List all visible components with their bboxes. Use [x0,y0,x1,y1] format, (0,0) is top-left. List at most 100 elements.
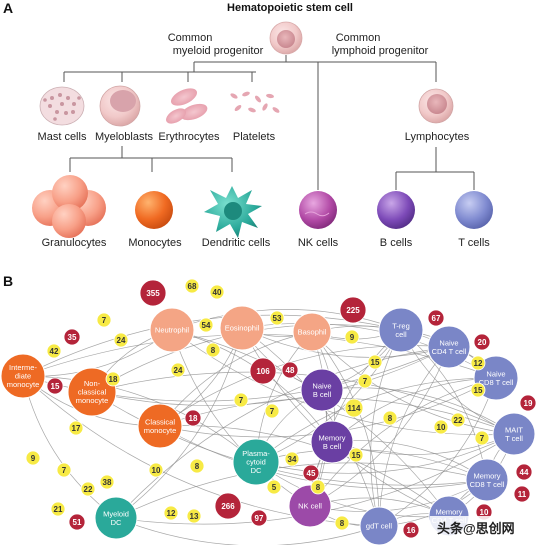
node-circle [300,368,344,412]
mast-cell-icon [39,86,85,126]
node-label: DC [111,518,122,527]
count-badge-red: 48 [281,361,299,379]
badge-value: 20 [478,338,487,347]
badge-value: 9 [350,333,355,342]
count-badge-yellow: 42 [46,343,62,359]
node-label: MAIT [505,425,523,434]
count-badge-yellow: 7 [357,373,373,389]
watermark: 头条@思创网 [430,516,540,540]
network-edge [309,479,488,512]
watermark-text: 头条@思创网 [437,521,515,536]
count-badge-yellow: 7 [264,403,280,419]
t-cell-icon [455,191,493,229]
badge-value: 15 [474,386,483,395]
badge-value: 53 [273,314,282,323]
count-badge-yellow: 24 [170,362,186,378]
count-badge-red: 20 [473,333,491,351]
network-edge [378,377,497,527]
node-nk: NK cell [288,484,332,528]
node-circle [137,403,183,449]
count-badge-yellow: 9 [25,450,41,466]
badge-value: 8 [316,483,321,492]
network-edge [115,346,450,519]
label-mast-cells: Mast cells [38,131,87,143]
label-granulocytes: Granulocytes [42,237,107,249]
count-badge-red: 106 [249,357,277,385]
node-circle [378,307,424,353]
badge-value: 15 [352,451,361,460]
badge-value: 67 [432,314,441,323]
count-badge-red: 45 [302,464,320,482]
count-badge-yellow: 8 [205,342,221,358]
network-edge [378,346,450,527]
network-edge [115,462,488,519]
badge-value: 11 [518,490,527,499]
count-badge-yellow: 7 [96,312,112,328]
badge-value: 97 [255,514,264,523]
node-label: B cell [313,390,332,399]
network-edge [241,327,450,358]
badge-value: 17 [72,424,81,433]
node-label: Memory [473,471,500,480]
node-label: NK cell [298,502,322,511]
node-circle [359,506,399,545]
label-myeloblasts: Myeloblasts [95,131,154,143]
badge-value: 35 [68,333,77,342]
node-label: cell [395,330,407,339]
count-badge-yellow: 7 [233,392,249,408]
count-badge-yellow: 8 [189,458,205,474]
label-nk-cells: NK cells [298,237,339,249]
monocyte-icon [135,191,173,229]
node-label: Memory [435,507,462,516]
count-badge-yellow: 15 [367,354,383,370]
count-badge-yellow: 10 [433,419,449,435]
node-label: Memory [318,433,345,442]
badge-value: 225 [346,306,360,315]
node-circle [427,325,471,369]
badge-value: 114 [348,404,361,413]
network-edge [22,375,257,463]
node-gdt: gdT cell [359,506,399,545]
node-label: Classical [145,417,175,426]
badge-value: 48 [286,366,295,375]
node-label: Naive [439,338,458,347]
badge-value: 22 [84,485,93,494]
count-badge-red: 18 [184,409,202,427]
node-circle [288,484,332,528]
badge-value: 106 [256,367,270,376]
count-badge-yellow: 10 [148,462,164,478]
count-badge-red: 15 [46,377,64,395]
node-label: T-reg [392,321,410,330]
count-badge-red: 16 [402,521,420,539]
count-badge-yellow: 53 [269,310,285,326]
count-badge-yellow: 24 [113,332,129,348]
badge-value: 15 [51,382,60,391]
badge-value: 266 [221,502,235,511]
panel-a-letter: A [3,0,13,16]
badge-value: 9 [31,454,36,463]
count-badge-yellow: 8 [334,515,350,531]
badge-value: 7 [62,466,67,475]
count-badge-red: 225 [339,296,367,324]
count-badge-yellow: 8 [382,410,398,426]
network-edge [91,346,450,406]
stem-cell-icon [269,21,303,55]
count-badge-yellow: 7 [474,430,490,446]
badge-value: 8 [388,414,393,423]
count-badge-yellow: 34 [284,451,300,467]
nk-cell-icon [299,191,337,229]
network-edge [331,433,515,455]
common-myeloid-line1: Common [168,32,213,44]
network-edge [255,377,497,463]
badge-value: 13 [190,512,199,521]
count-badge-yellow: 114 [344,398,364,418]
count-badge-yellow: 15 [470,382,486,398]
node-basophil: Basophil [292,312,332,352]
